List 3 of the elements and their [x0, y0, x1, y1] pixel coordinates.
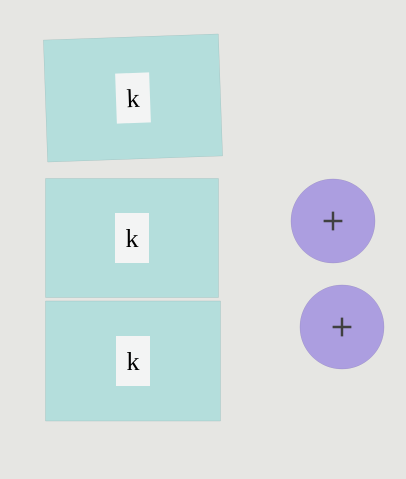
paper-card: k — [45, 300, 221, 422]
paper-card: k — [43, 34, 223, 162]
paper-card: k — [45, 178, 219, 298]
